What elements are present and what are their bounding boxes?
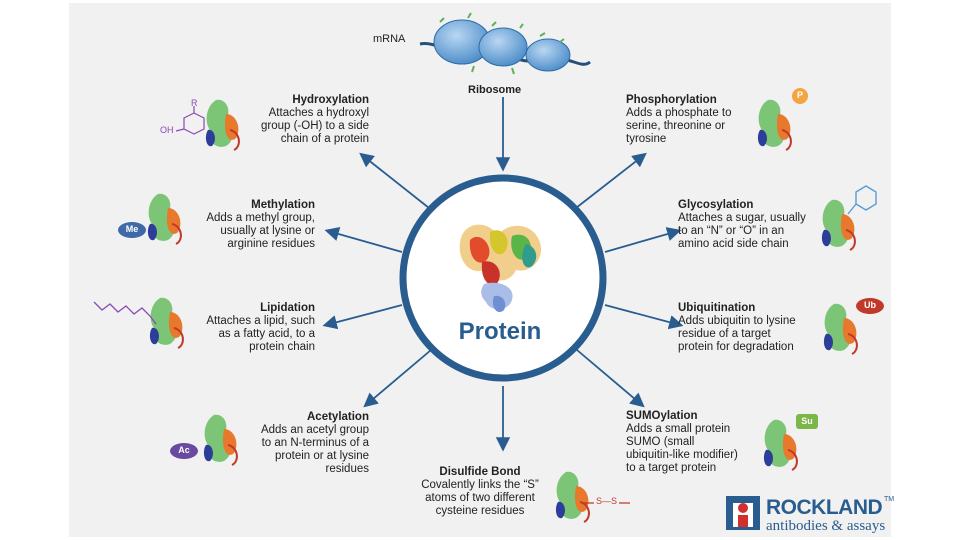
methylation-line-3: arginine residues — [227, 238, 315, 250]
sumoylation-line-2: SUMO (small — [626, 436, 695, 448]
protein-title: Protein — [458, 318, 542, 345]
disulfide-title: Disulfide Bond — [439, 466, 521, 478]
glycosylation-line-1: Attaches a sugar, usually — [678, 212, 806, 224]
lipidation-line-2: as a fatty acid, to a — [218, 328, 315, 340]
sugar-ring — [855, 185, 877, 211]
rockland-logo-name: ROCKLAND — [766, 496, 883, 519]
lipid-chain — [93, 301, 157, 325]
acetylation-line-1: Adds an acetyl group — [260, 424, 369, 436]
ribosome-structure — [433, 12, 571, 75]
mini-protein-phosphorylation — [757, 99, 792, 151]
sumoylation-line-1: Adds a small protein — [626, 423, 731, 435]
acetylation-line-3: protein or at lysine — [275, 450, 369, 462]
lipidation-text: Lipidation Attaches a lipid, such as a f… — [206, 302, 315, 354]
p-badge-label: P — [796, 90, 803, 100]
methylation-text: Methylation Adds a methyl group, usually… — [206, 199, 315, 251]
mini-protein-acetylation — [203, 414, 238, 466]
hydroxyl-r-label: R — [191, 98, 198, 108]
acetylation-line-4: residues — [325, 463, 369, 475]
me-badge-label: Me — [125, 224, 139, 234]
ac-badge — [170, 443, 198, 459]
mini-protein-lipidation — [149, 297, 184, 349]
glycosylation-text: Glycosylation Attaches a sugar, usually … — [678, 199, 806, 251]
hydroxyl-molecule — [175, 106, 205, 135]
phosphorylation-line-1: Adds a phosphate to — [626, 107, 732, 119]
disulfide-text: Disulfide Bond Covalently links the “S” … — [405, 466, 555, 518]
phosphorylation-line-3: tyrosine — [626, 133, 667, 145]
lipidation-title: Lipidation — [260, 302, 315, 314]
glycosylation-line-3: amino acid side chain — [678, 238, 789, 250]
acetylation-text: Acetylation Adds an acetyl group to an N… — [261, 411, 369, 476]
central-protein-structure — [459, 224, 542, 313]
su-badge — [796, 414, 818, 429]
disulfide-line-3: cysteine residues — [435, 505, 525, 517]
mini-protein-methylation — [147, 193, 182, 245]
ubiquitination-line-2: residue of a target — [678, 328, 771, 340]
ubiquitination-text: Ubiquitination Adds ubiquitin to lysine … — [678, 302, 796, 354]
hydroxylation-line-1: Attaches a hydroxyl — [268, 107, 369, 119]
phosphorylation-line-2: serine, threonine or — [626, 120, 726, 132]
mini-protein-ubiquitination — [823, 303, 858, 355]
glycosylation-title: Glycosylation — [678, 199, 754, 211]
mini-protein-hydroxylation — [205, 99, 240, 151]
hydroxylation-line-3: chain of a protein — [280, 133, 369, 145]
mini-protein-disulfide — [555, 471, 590, 523]
su-badge-label: Su — [801, 416, 813, 426]
rockland-logo-tm: TM — [884, 496, 895, 503]
ubiquitination-line-3: protein for degradation — [678, 341, 794, 353]
lipidation-line-1: Attaches a lipid, such — [206, 315, 315, 327]
p-badge — [792, 88, 808, 104]
mini-protein-glycosylation — [821, 199, 856, 251]
sumoylation-line-3: ubiquitin-like modifier) — [626, 449, 738, 461]
ubiquitination-line-1: Adds ubiquitin to lysine — [678, 315, 796, 327]
phosphorylation-title: Phosphorylation — [626, 94, 717, 106]
hydroxylation-text: Hydroxylation Attaches a hydroxyl group … — [261, 94, 369, 146]
hydroxylation-title: Hydroxylation — [292, 94, 369, 106]
rockland-logo-mark — [726, 496, 760, 530]
mini-protein-sumoylation — [763, 419, 798, 471]
ubiquitination-title: Ubiquitination — [678, 302, 756, 314]
hydroxyl-oh-label: OH — [160, 125, 174, 135]
ribosome-label: Ribosome — [468, 84, 522, 96]
disulfide-line-2: atoms of two different — [425, 492, 535, 504]
ub-badge — [856, 298, 884, 314]
sumoylation-text: SUMOylation Adds a small protein SUMO (s… — [626, 410, 738, 475]
disulfide-bond-label: S—S — [594, 496, 620, 506]
ac-badge-label: Ac — [178, 445, 190, 455]
arrows — [322, 97, 684, 452]
me-badge — [118, 222, 146, 238]
rockland-logo-tagline: antibodies & assays — [766, 518, 886, 534]
lipidation-line-3: protein chain — [249, 341, 315, 353]
phosphorylation-text: Phosphorylation Adds a phosphate to seri… — [626, 94, 732, 146]
mrna-label: mRNA — [373, 33, 406, 45]
acetylation-title: Acetylation — [307, 411, 369, 423]
methylation-line-2: usually at lysine or — [220, 225, 315, 237]
acetylation-line-2: to an N-terminus of a — [261, 437, 369, 449]
ub-badge-label: Ub — [864, 300, 876, 310]
sumoylation-line-4: to a target protein — [626, 462, 717, 474]
hydroxylation-line-2: group (-OH) to a side — [260, 120, 369, 132]
methylation-line-1: Adds a methyl group, — [206, 212, 315, 224]
methylation-title: Methylation — [251, 199, 315, 211]
disulfide-line-1: Covalently links the “S” — [421, 479, 539, 491]
sumoylation-title: SUMOylation — [626, 410, 698, 422]
glycosylation-line-2: to an “N” or “O” in an — [678, 225, 785, 237]
